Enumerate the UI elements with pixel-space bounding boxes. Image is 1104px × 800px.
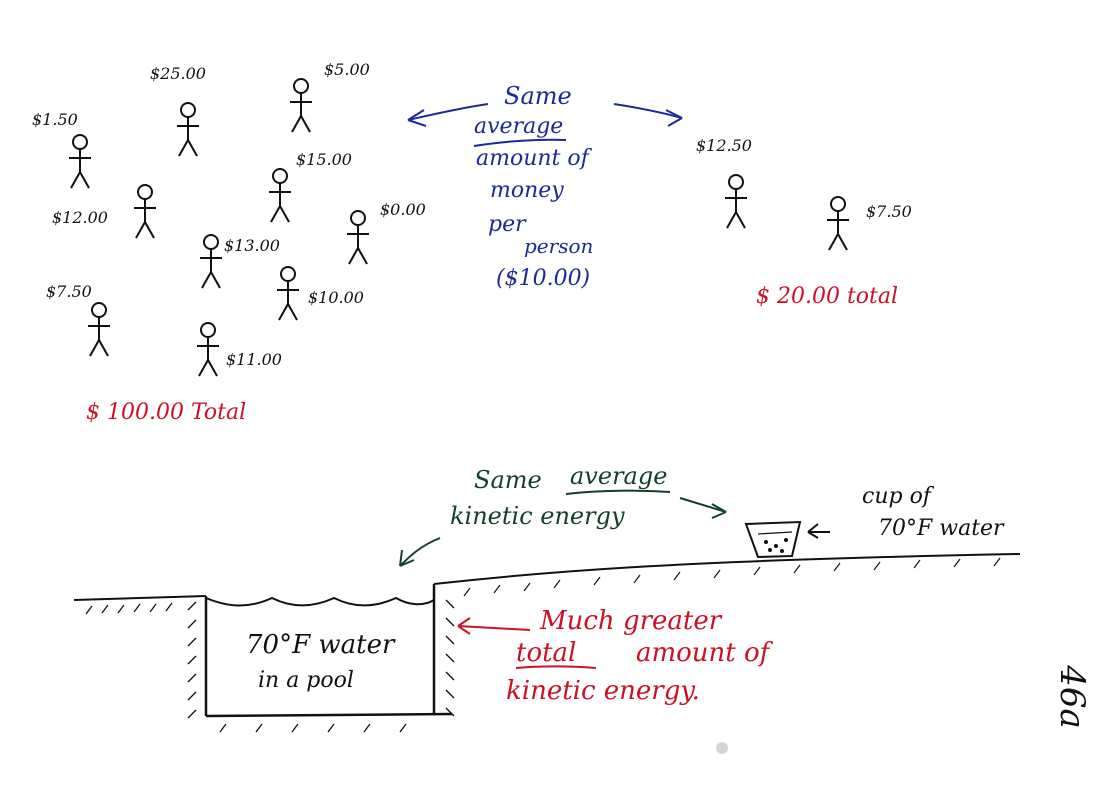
- comparison-line: amount of: [476, 146, 589, 171]
- cup-label: 70°F water: [878, 516, 1004, 541]
- stick-figure: [68, 134, 92, 189]
- ground-left: [73, 595, 207, 615]
- ground-right: [433, 553, 1021, 597]
- greater-total-text: kinetic energy.: [506, 676, 700, 706]
- comparison-line: Same: [504, 82, 572, 110]
- cup-label: cup of: [862, 484, 931, 509]
- underline-total: [515, 665, 597, 669]
- greater-total-text: amount of: [636, 638, 770, 668]
- stick-figure: [346, 210, 370, 265]
- underline-average: [473, 138, 567, 147]
- comparison-line: ($10.00): [496, 266, 591, 291]
- total-large: $ 100.00 Total: [86, 400, 247, 425]
- money-label: $7.50: [866, 202, 912, 221]
- pool: [187, 584, 455, 733]
- money-label: $11.00: [226, 350, 282, 369]
- money-label: $13.00: [224, 236, 280, 255]
- arrow-to-pool: [399, 537, 441, 567]
- pool-label: in a pool: [258, 668, 354, 693]
- comparison-line: average: [474, 114, 564, 139]
- stick-figure: [268, 168, 292, 223]
- cup: [744, 520, 802, 559]
- page-number: 46a: [1051, 665, 1092, 729]
- stick-figure: [276, 266, 300, 321]
- arrow-right: [613, 103, 683, 119]
- money-label: $7.50: [46, 282, 92, 301]
- smudge: [716, 742, 728, 754]
- stick-figure: [724, 174, 748, 229]
- arrow-to-cup-green: [679, 497, 727, 513]
- arrows-same-average: [399, 497, 727, 567]
- money-label: $15.00: [296, 150, 352, 169]
- money-label: $0.00: [380, 200, 426, 219]
- money-label: $12.50: [696, 136, 752, 155]
- comparison-line: person: [524, 234, 594, 258]
- money-label: $1.50: [32, 110, 78, 129]
- same-average-text: Same: [474, 466, 542, 494]
- stick-figure: [133, 184, 157, 239]
- same-average-text: kinetic energy: [450, 502, 625, 530]
- money-label: $25.00: [150, 64, 206, 83]
- people-group-small: [724, 174, 850, 251]
- comparison-line: per: [488, 212, 526, 237]
- stick-figure: [199, 234, 223, 289]
- stick-figure: [176, 102, 200, 157]
- pool-label: 70°F water: [246, 630, 395, 660]
- money-label: $10.00: [308, 288, 364, 307]
- money-label: $5.00: [324, 60, 370, 79]
- money-label: $12.00: [52, 208, 108, 227]
- total-small: $ 20.00 total: [756, 284, 899, 309]
- greater-total-text: total: [516, 638, 577, 668]
- same-average-text: average: [570, 462, 668, 490]
- comparison-arrows: [407, 103, 683, 127]
- stick-figure: [196, 322, 220, 377]
- stick-figure: [826, 196, 850, 251]
- arrow-to-cup: [807, 523, 830, 539]
- arrow-to-pool-red: [457, 617, 531, 635]
- arrow-left: [407, 103, 489, 121]
- underline-average-green: [565, 489, 671, 495]
- comparison-line: money: [490, 178, 564, 203]
- people-group-large: [68, 78, 370, 377]
- stick-figure: [289, 78, 313, 133]
- stick-figure: [87, 302, 111, 357]
- greater-total-text: Much greater: [540, 606, 722, 636]
